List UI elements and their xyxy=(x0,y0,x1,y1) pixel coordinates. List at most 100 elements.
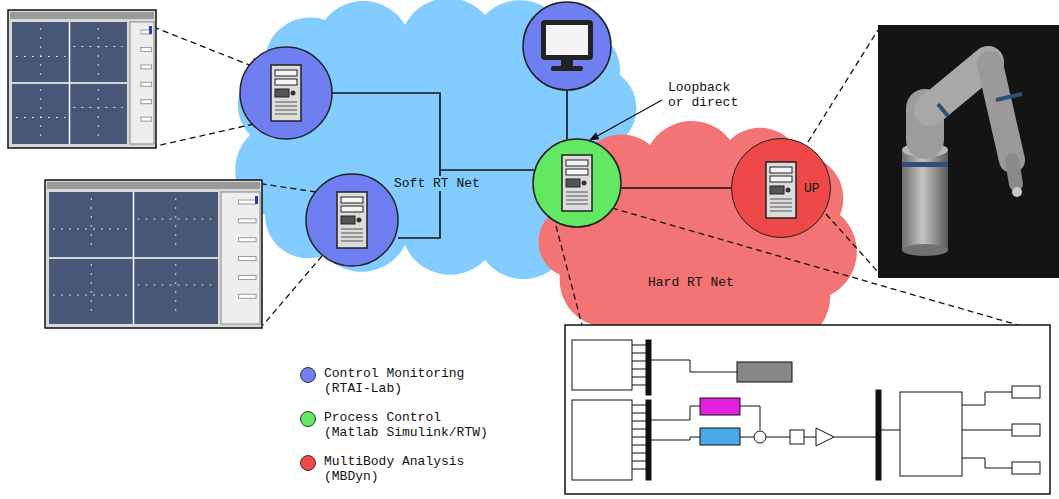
drive-bay xyxy=(566,160,588,166)
drawing-stroke xyxy=(138,219,215,220)
field xyxy=(141,47,152,51)
tower-case xyxy=(271,65,301,121)
network-label: Soft RT Net xyxy=(392,176,482,191)
field xyxy=(239,219,257,223)
drawing-stroke xyxy=(53,295,130,296)
drawing-stroke xyxy=(40,89,41,138)
drawing-stroke xyxy=(632,361,646,362)
vent-line xyxy=(275,102,297,103)
field xyxy=(239,257,257,261)
display-circle xyxy=(523,2,611,90)
legend-entry: Control Monitoring (RTAI-Lab) xyxy=(300,366,492,396)
drive-bay xyxy=(341,206,363,212)
drawing-stroke xyxy=(49,257,218,259)
field xyxy=(141,65,152,69)
annotation-label: Loopback or direct xyxy=(668,80,742,110)
drawing-stroke xyxy=(632,345,646,346)
drawing-stroke xyxy=(138,285,215,286)
drawing-stroke xyxy=(632,453,646,454)
vent-line xyxy=(566,204,588,205)
computer-icon xyxy=(271,65,301,121)
vent-line xyxy=(566,196,588,197)
drive-bay xyxy=(275,79,297,85)
field xyxy=(239,275,257,279)
legend-text: MultiBody Analysis (MBDyn) xyxy=(324,454,492,484)
button xyxy=(786,188,791,193)
host-label: UP xyxy=(804,181,820,196)
field xyxy=(141,100,152,104)
vent-line xyxy=(341,237,363,238)
vent-line xyxy=(275,106,297,107)
drawing-stroke xyxy=(632,429,646,430)
legend-text: Control Monitoring (RTAI-Lab) xyxy=(324,366,492,396)
drawing-stroke xyxy=(175,198,176,252)
screenshot xyxy=(8,10,156,148)
title-bar xyxy=(47,182,260,189)
marker xyxy=(149,26,152,34)
vent-line xyxy=(341,229,363,230)
vent-line xyxy=(770,199,792,200)
title-bar xyxy=(10,12,154,19)
drawing-stroke xyxy=(632,421,646,422)
tower-case xyxy=(562,155,592,211)
field xyxy=(239,200,257,204)
computer-icons xyxy=(271,65,796,248)
vent-line xyxy=(566,200,588,201)
field xyxy=(141,117,152,121)
drawing-stroke xyxy=(53,229,130,230)
legend-swatch xyxy=(300,411,316,427)
drawing-stroke xyxy=(175,264,176,318)
drawing-stroke xyxy=(632,461,646,462)
legend-swatch xyxy=(300,367,316,383)
drive-bay xyxy=(341,197,363,203)
field xyxy=(141,82,152,86)
marker xyxy=(255,196,258,204)
button xyxy=(357,218,362,223)
button xyxy=(291,91,296,96)
panel xyxy=(566,179,580,187)
side-panel xyxy=(221,192,260,324)
panel xyxy=(341,216,355,224)
monitor-host-circle xyxy=(306,174,398,266)
plot-area xyxy=(12,22,127,144)
drawing-stroke xyxy=(12,82,127,84)
field xyxy=(239,238,257,242)
field xyxy=(239,294,257,298)
plot-area xyxy=(49,192,218,324)
drawing-stroke xyxy=(40,28,41,77)
legend-text: Process Control (Matlab Simulink/RTW) xyxy=(324,410,492,440)
legend-entry: MultiBody Analysis (MBDyn) xyxy=(300,454,492,484)
side-panel xyxy=(130,22,154,144)
vent-line xyxy=(770,207,792,208)
vent-line xyxy=(275,114,297,115)
drawing-stroke xyxy=(91,264,92,318)
drawing-stroke xyxy=(98,28,99,77)
drive-bay xyxy=(770,167,792,173)
window-frame xyxy=(8,10,156,148)
legend-swatch xyxy=(300,455,316,471)
drawing-stroke xyxy=(98,89,99,138)
computer-icon xyxy=(337,192,367,248)
pointer-arrow xyxy=(590,100,662,140)
drawing-stroke xyxy=(632,385,646,386)
vent-line xyxy=(770,203,792,204)
window-frame xyxy=(45,180,262,328)
drive-bay xyxy=(275,70,297,76)
control-host-circle xyxy=(533,139,621,227)
computer-icon xyxy=(766,162,796,218)
monitor-host-circle xyxy=(240,47,332,139)
screenshot-insets xyxy=(8,10,262,328)
vent-line xyxy=(341,233,363,234)
drawing-stroke xyxy=(632,369,646,370)
legend-entry: Process Control (Matlab Simulink/RTW) xyxy=(300,410,492,440)
panel xyxy=(275,89,289,97)
drawing-stroke xyxy=(632,437,646,438)
monitor-icon xyxy=(541,20,593,71)
screenshot xyxy=(45,180,262,328)
vent-line xyxy=(341,241,363,242)
drawing-stroke xyxy=(632,353,646,354)
button xyxy=(582,181,587,186)
drawing-stroke xyxy=(632,469,646,470)
